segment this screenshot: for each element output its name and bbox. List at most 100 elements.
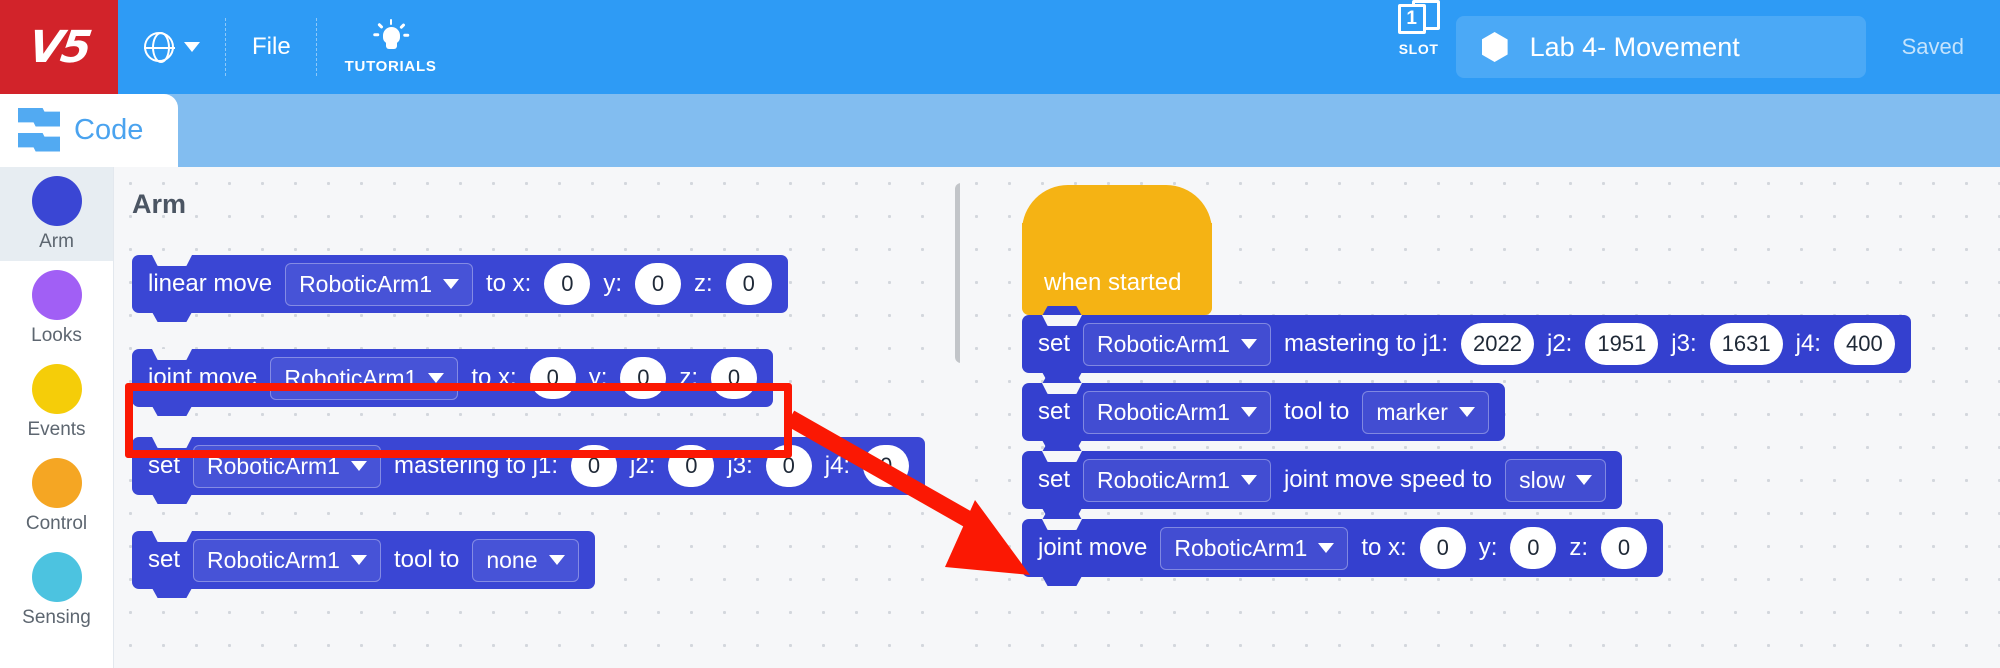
canvas-block-set-mastering[interactable]: set RoboticArm1 mastering to j1: 2022 j2…	[1022, 306, 1911, 382]
device-dropdown[interactable]: RoboticArm1	[270, 356, 459, 400]
sidebar-item-looks[interactable]: Looks	[0, 261, 113, 355]
device-dropdown[interactable]: RoboticArm1	[1083, 458, 1271, 502]
palette-title: Arm	[132, 189, 187, 219]
j3-input[interactable]: 0	[765, 445, 812, 487]
j4-label: j4:	[824, 452, 851, 479]
tab-code-label: Code	[74, 114, 144, 146]
palette-block-joint-move[interactable]: joint move RoboticArm1 to x: 0 y: 0 z: 0	[132, 349, 774, 416]
sidebar-item-events[interactable]: Events	[0, 355, 113, 449]
control-category-dot	[31, 457, 82, 508]
device-dropdown[interactable]: RoboticArm1	[285, 262, 473, 306]
sidebar-item-sensing[interactable]: Sensing	[0, 543, 113, 637]
tool-dropdown[interactable]: marker	[1362, 390, 1489, 434]
language-selector[interactable]	[118, 0, 226, 94]
chevron-down-icon	[184, 42, 200, 52]
y-input[interactable]: 0	[635, 263, 682, 305]
block-mid-label: joint move speed to	[1283, 466, 1493, 493]
tool-dropdown-value: none	[486, 546, 538, 573]
block-label: joint move	[148, 364, 258, 391]
j2-input[interactable]: 0	[668, 445, 715, 487]
palette-block-set-mastering[interactable]: set RoboticArm1 mastering to j1: 0 j2: 0…	[132, 437, 926, 504]
tutorials-button[interactable]: TUTORIALS	[317, 0, 465, 94]
block-mid-label: mastering to j1:	[1283, 330, 1449, 357]
v5-logo: V5	[0, 0, 118, 94]
sensing-category-dot	[31, 551, 82, 602]
sidebar-item-label: Events	[27, 418, 86, 440]
block-label: set	[1038, 330, 1071, 357]
speed-dropdown[interactable]: slow	[1505, 458, 1607, 502]
block-mid-label: to x:	[486, 270, 532, 297]
device-dropdown[interactable]: RoboticArm1	[1083, 322, 1271, 366]
save-status: Saved	[1866, 0, 2000, 94]
tutorials-label: TUTORIALS	[344, 57, 437, 75]
block-label: set	[148, 546, 181, 573]
device-dropdown[interactable]: RoboticArm1	[1083, 390, 1271, 434]
looks-category-dot	[31, 269, 82, 320]
x-input[interactable]: 0	[529, 357, 576, 399]
sidebar-item-control[interactable]: Control	[0, 449, 113, 543]
x-input[interactable]: 0	[1419, 527, 1466, 569]
top-toolbar: V5 File TUTORIALS 1 SLOT Lab 4- Movement	[0, 0, 2000, 94]
slot-selector[interactable]: 1 SLOT	[1382, 0, 1456, 94]
y-label: y:	[603, 270, 623, 297]
z-input[interactable]: 0	[711, 357, 758, 399]
j2-input[interactable]: 1951	[1585, 323, 1659, 365]
device-dropdown[interactable]: RoboticArm1	[193, 444, 381, 488]
chevron-down-icon	[548, 555, 565, 565]
block-label: set	[1038, 466, 1071, 493]
chevron-down-icon	[1458, 407, 1475, 417]
canvas-block-joint-move[interactable]: joint move RoboticArm1 to x: 0 y: 0 z: 0	[1022, 510, 1664, 586]
j4-input[interactable]: 400	[1833, 323, 1895, 365]
j4-input[interactable]: 0	[863, 445, 910, 487]
palette-block-linear-move[interactable]: linear move RoboticArm1 to x: 0 y: 0 z: …	[132, 255, 788, 322]
j3-label: j3:	[1671, 330, 1697, 357]
tab-strip: Code	[0, 94, 2000, 167]
j4-label: j4:	[1795, 330, 1821, 357]
block-label: joint move	[1038, 534, 1148, 561]
code-canvas[interactable]: when started set RoboticArm1 mastering t…	[960, 167, 2000, 668]
y-input[interactable]: 0	[620, 357, 667, 399]
z-input[interactable]: 0	[725, 263, 772, 305]
y-label: y:	[1478, 534, 1498, 561]
project-name-field[interactable]: Lab 4- Movement	[1455, 16, 1866, 78]
slot-label: SLOT	[1398, 41, 1439, 57]
slot-icon: 1	[1397, 0, 1440, 38]
device-dropdown-value: RoboticArm1	[299, 270, 432, 297]
tool-dropdown[interactable]: none	[472, 538, 579, 582]
device-dropdown[interactable]: RoboticArm1	[1160, 526, 1349, 570]
sidebar-item-label: Control	[25, 512, 88, 534]
y-label: y:	[588, 364, 608, 391]
canvas-block-set-tool[interactable]: set RoboticArm1 tool to marker	[1022, 374, 1505, 450]
v5-logo-text: V5	[25, 21, 93, 73]
toolbar-spacer	[465, 0, 1382, 94]
x-input[interactable]: 0	[544, 263, 591, 305]
block-mid-label: mastering to j1:	[393, 452, 559, 479]
z-input[interactable]: 0	[1601, 527, 1648, 569]
device-dropdown[interactable]: RoboticArm1	[193, 538, 381, 582]
tab-code[interactable]: Code	[0, 94, 178, 167]
j1-input[interactable]: 0	[571, 445, 618, 487]
block-label: linear move	[148, 270, 273, 297]
tool-dropdown-value: marker	[1376, 398, 1448, 425]
z-label: z:	[679, 364, 699, 391]
block-mid-label: to x:	[1361, 534, 1407, 561]
j1-input[interactable]: 2022	[1461, 323, 1534, 365]
j2-label: j2:	[1546, 330, 1573, 357]
chevron-down-icon	[1240, 339, 1257, 349]
file-menu-label: File	[252, 33, 291, 60]
globe-icon	[143, 31, 175, 63]
canvas-block-when-started[interactable]: when started	[1022, 185, 1212, 324]
canvas-block-set-joint-move-speed[interactable]: set RoboticArm1 joint move speed to slow	[1022, 442, 1623, 518]
palette-block-set-tool[interactable]: set RoboticArm1 tool to none	[132, 531, 595, 598]
sidebar-item-label: Sensing	[22, 606, 91, 628]
j3-input[interactable]: 1631	[1709, 323, 1783, 365]
file-menu[interactable]: File	[226, 0, 317, 94]
y-input[interactable]: 0	[1510, 527, 1557, 569]
block-label: set	[1038, 398, 1071, 425]
device-dropdown-value: RoboticArm1	[1174, 534, 1308, 561]
chevron-down-icon	[350, 555, 367, 565]
sidebar-item-arm[interactable]: Arm	[0, 167, 113, 261]
j2-label: j2:	[630, 452, 656, 479]
block-palette[interactable]: Arm linear move RoboticArm1 to x: 0 y: 0…	[114, 167, 960, 668]
j3-label: j3:	[727, 452, 753, 479]
